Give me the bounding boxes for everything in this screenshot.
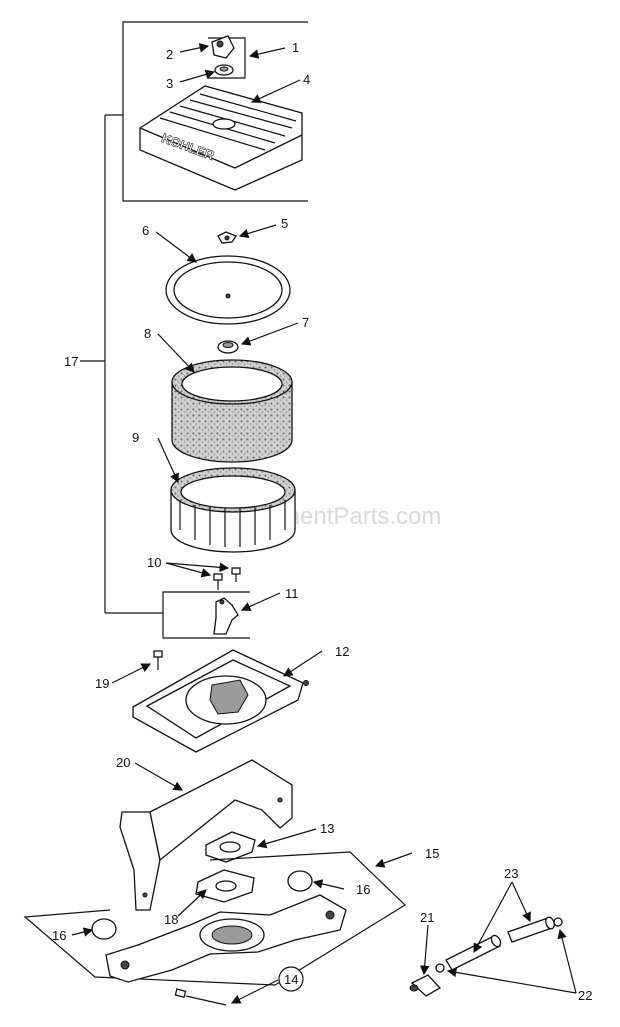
callout-labels: 1 2 3 4 5 6 7 8 9 10 11 12 13 14 15 16 1…	[52, 40, 592, 1003]
callout-9: 9	[132, 430, 139, 445]
leader-lines	[71, 43, 577, 1004]
callout-11: 11	[285, 586, 299, 601]
group-outline-15	[23, 851, 406, 986]
callout-20: 20	[116, 755, 130, 770]
bolt-19-part	[153, 650, 163, 670]
elbow-fitting-21	[409, 974, 442, 997]
callout-8: 8	[144, 326, 151, 341]
callout-17: 17	[64, 354, 78, 369]
paper-element	[170, 467, 296, 553]
washer-part	[214, 64, 234, 76]
callout-14-circle	[278, 966, 304, 992]
callout-5: 5	[281, 216, 288, 231]
callout-21: 21	[420, 910, 434, 925]
plug-16-left	[91, 918, 117, 940]
callout-16-left: 16	[52, 928, 66, 943]
hose-clamp-22-right	[553, 917, 563, 927]
air-cleaner-cover: KOHLER	[139, 85, 303, 191]
callout-23: 23	[504, 866, 518, 881]
callout-22: 22	[578, 988, 592, 1003]
knob-part	[211, 35, 235, 59]
callout-15: 15	[425, 846, 439, 861]
callout-13: 13	[320, 821, 334, 836]
callout-4: 4	[303, 72, 310, 87]
plug-16-right	[287, 870, 313, 892]
screws-part	[213, 567, 241, 590]
outer-cover-plate	[165, 255, 291, 325]
hose-23-short	[507, 916, 555, 943]
precleaner-element	[171, 359, 293, 463]
intake-manifold-15	[105, 894, 347, 983]
gasket-13	[205, 831, 256, 863]
gasket-18	[195, 869, 255, 903]
callout-3: 3	[166, 76, 173, 91]
callout-6: 6	[142, 223, 149, 238]
callout-18: 18	[164, 912, 178, 927]
callout-7: 7	[302, 315, 309, 330]
bracket-plate-20	[119, 759, 293, 911]
callout-16-right: 16	[356, 882, 370, 897]
callout-19: 19	[95, 676, 109, 691]
callout-10: 10	[147, 555, 161, 570]
hose-clamp-22-left	[435, 963, 445, 973]
callout-1: 1	[292, 40, 299, 55]
bolt-14-part	[174, 988, 227, 1006]
seal-nut-part	[217, 340, 239, 354]
mounting-bracket-part	[213, 597, 239, 635]
group-bracket-17	[80, 21, 308, 639]
wing-nut-part	[217, 231, 237, 244]
callout-14: 14	[284, 972, 298, 987]
air-cleaner-base	[132, 649, 309, 753]
callout-12: 12	[335, 644, 349, 659]
callout-2: 2	[166, 47, 173, 62]
